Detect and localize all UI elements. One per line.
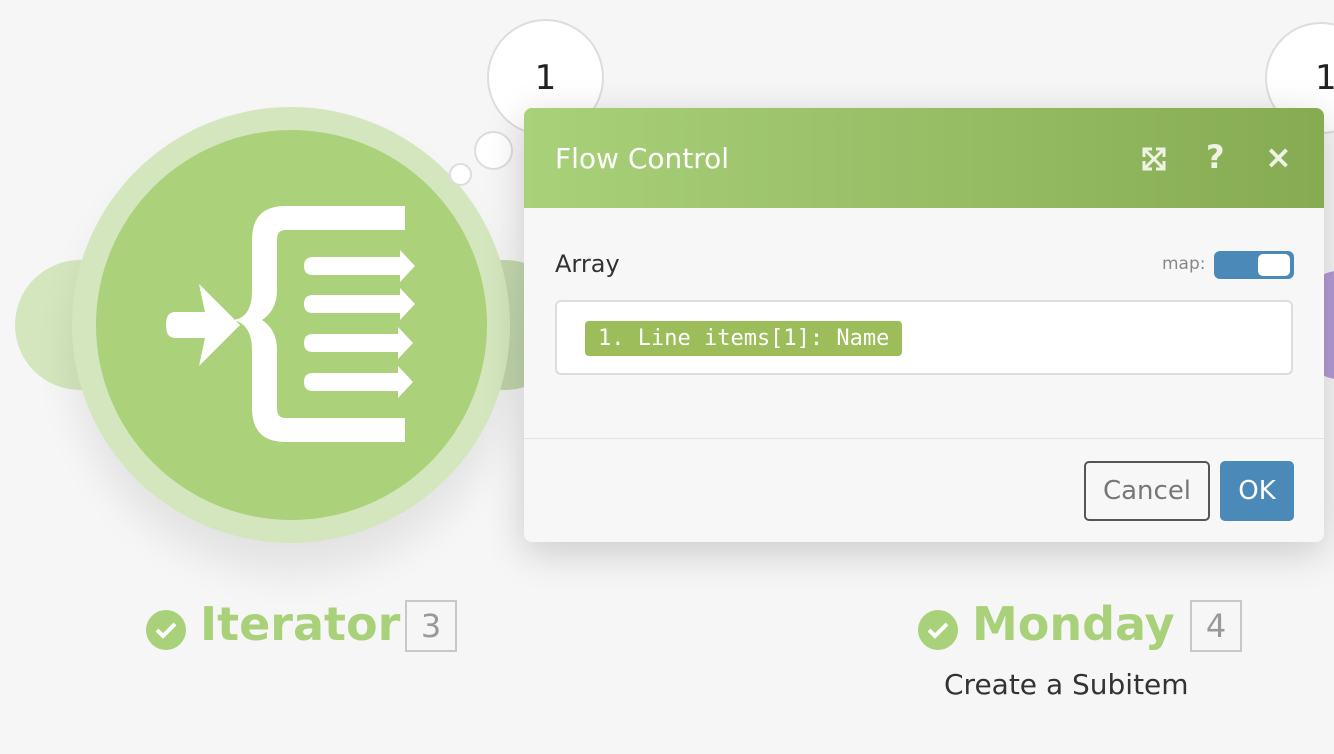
expand-icon[interactable] [1141, 146, 1167, 172]
thought-bubble-small [449, 163, 472, 186]
ok-button[interactable]: OK [1220, 461, 1294, 521]
flow-control-dialog: Flow Control ? × Array map: 1. Line item… [524, 108, 1324, 542]
cancel-button[interactable]: Cancel [1084, 461, 1210, 521]
thought-bubble-medium [474, 131, 513, 170]
iterator-module-number: 3 [405, 600, 457, 652]
monday-module-number: 4 [1190, 600, 1242, 652]
monday-module-name: Monday [972, 597, 1175, 651]
iterator-success-check-icon [146, 610, 186, 650]
mapped-value-chip[interactable]: 1. Line items[1]: Name [585, 321, 903, 356]
monday-success-check-icon [918, 610, 958, 650]
iterator-icon [166, 206, 415, 442]
array-input[interactable]: 1. Line items[1]: Name [555, 300, 1293, 375]
monday-module-action: Create a Subitem [944, 668, 1189, 701]
array-field-label: Array [555, 250, 620, 278]
dialog-header: Flow Control [524, 108, 1324, 208]
dialog-title: Flow Control [555, 141, 730, 175]
help-icon[interactable]: ? [1206, 138, 1225, 176]
close-icon[interactable]: × [1265, 138, 1292, 176]
footer-divider [524, 438, 1324, 439]
map-toggle-label: map: [1162, 254, 1206, 274]
iterator-module-name: Iterator [200, 597, 401, 651]
iterator-module[interactable] [96, 130, 487, 520]
map-toggle[interactable] [1214, 251, 1294, 279]
